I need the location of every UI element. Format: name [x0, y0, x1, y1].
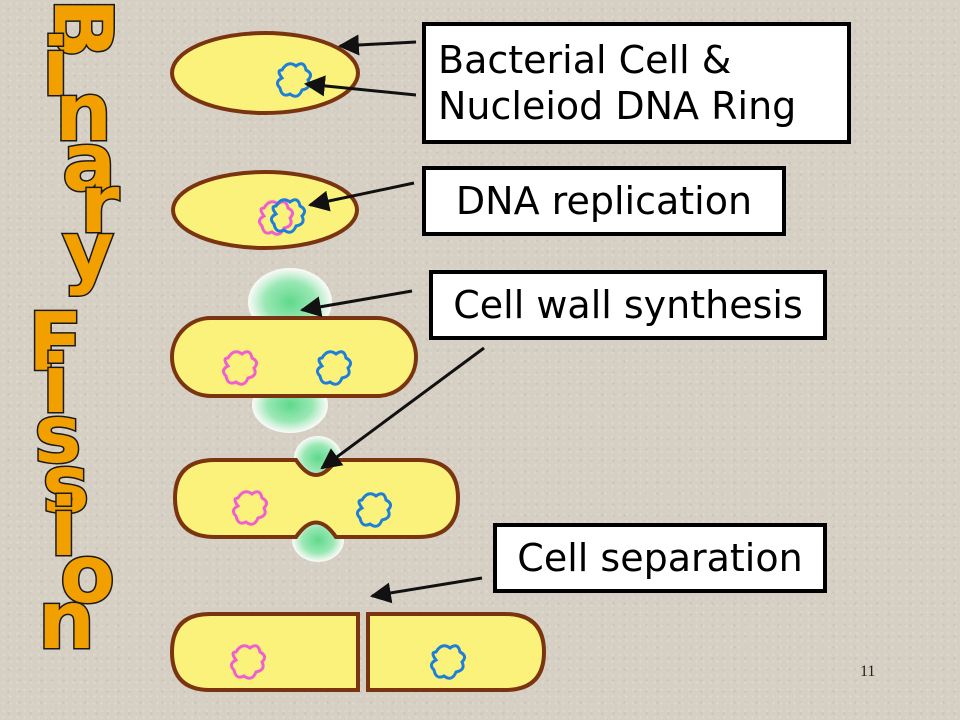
- dna-ring-copy: [221, 350, 259, 386]
- dna-ring-original: [269, 198, 307, 234]
- title-letter: n: [38, 574, 95, 667]
- label-bacterial-cell: Bacterial Cell & Nucleiod DNA Ring: [422, 22, 851, 144]
- title-letter: s: [42, 438, 90, 531]
- title-letter: y: [62, 204, 114, 297]
- dna-ring-original: [429, 644, 467, 680]
- arrow-to-constriction: [320, 346, 485, 470]
- arrow-to-cell: [337, 34, 417, 56]
- cell-stage-4: [172, 436, 461, 562]
- title-letter: i: [42, 21, 69, 114]
- title-letter: F: [28, 296, 83, 389]
- label-bacterial-cell-line1: Bacterial Cell &: [438, 38, 732, 82]
- cell-stage-5: [169, 612, 547, 692]
- arrow-to-separation: [369, 576, 483, 604]
- slide-number: 11: [860, 663, 876, 680]
- label-cell-separation: Cell separation: [493, 523, 827, 593]
- cell-stage-3: [170, 268, 418, 433]
- arrow-to-dna-ring: [303, 75, 417, 97]
- arrow-to-synthesis: [299, 289, 413, 318]
- arrow-to-replication: [307, 181, 415, 212]
- dna-ring-copy: [229, 644, 267, 680]
- dna-ring-original: [315, 350, 353, 386]
- label-bacterial-cell-line2: Nucleiod DNA Ring: [438, 84, 797, 128]
- dna-ring-copy: [231, 490, 269, 526]
- dna-ring-original: [355, 492, 393, 528]
- title-letter: B: [36, 0, 129, 59]
- title-letter: i: [42, 338, 69, 431]
- dna-ring-copy: [257, 200, 295, 236]
- title-letter: a: [62, 116, 116, 209]
- vertical-title: B i n a r y F i s s i o n: [27, 0, 131, 669]
- dna-ring-original: [275, 62, 313, 98]
- title-letter: s: [34, 388, 82, 481]
- title-letter: o: [60, 528, 115, 621]
- cell-stage-2: [171, 170, 359, 250]
- title-letter: n: [55, 66, 112, 159]
- pointer-arrows: [299, 34, 485, 604]
- label-dna-replication: DNA replication: [422, 166, 786, 236]
- cell-stage-1: [170, 31, 360, 115]
- title-letter: r: [80, 158, 120, 251]
- label-cell-wall-synthesis: Cell wall synthesis: [429, 270, 827, 340]
- title-letter: i: [50, 481, 77, 574]
